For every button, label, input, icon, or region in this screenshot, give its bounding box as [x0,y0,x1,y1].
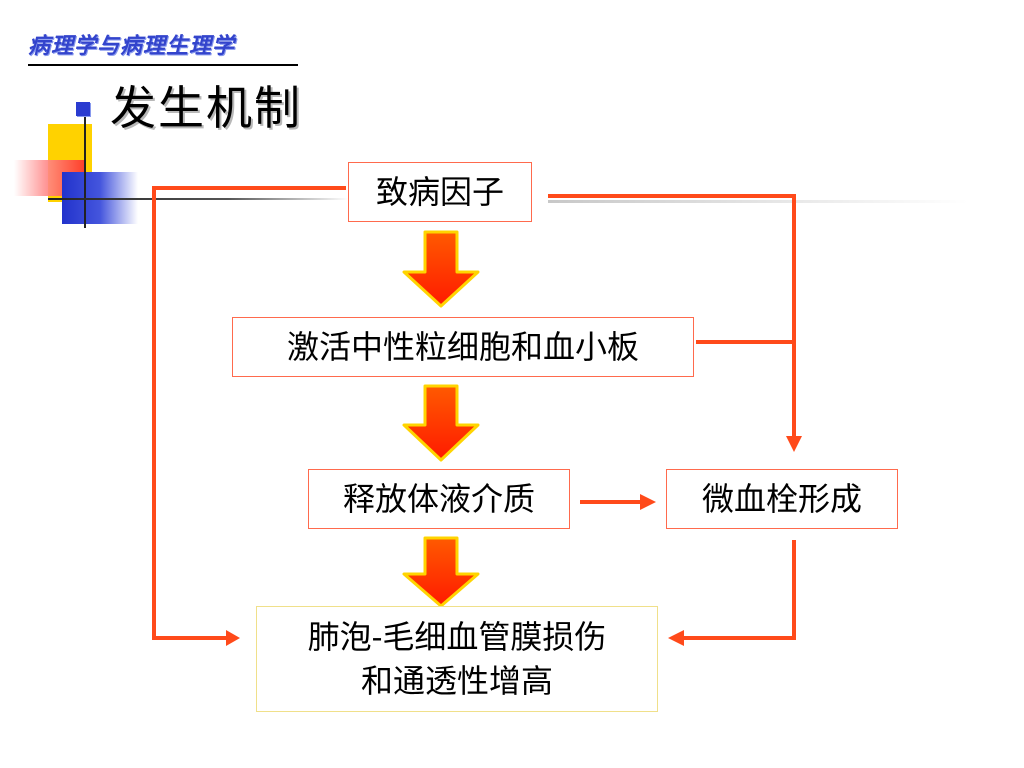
slide-title: 发生机制 [110,81,302,135]
line-microthrombus-to-result [682,540,796,640]
decor-horizontal-fade-line [548,200,968,203]
title-bullet-icon [76,102,90,116]
arrowhead-into-result-left [226,630,240,646]
arrowhead-into-result-right [668,630,684,646]
arrowhead-into-microthrombus [786,436,802,452]
result-line-2: 和通透性增高 [360,662,553,700]
block-arrow-activate-to-release [402,384,480,462]
line-cause-to-result [152,186,346,640]
node-alveolar-capillary-damage: 肺泡-毛细血管膜损伤 和通透性增高 [256,606,658,712]
decor-vertical-line [84,112,86,228]
subject-underline [28,64,298,66]
node-pathogenic-factor: 致病因子 [348,162,532,222]
node-release-mediators: 释放体液介质 [308,469,570,529]
decor-horizontal-line [48,198,348,200]
line-cause-to-microthrombus [548,194,796,438]
node-activate-neutrophils-platelets: 激活中性粒细胞和血小板 [232,317,694,377]
block-arrow-release-to-result [402,536,480,608]
block-arrow-cause-to-activate [402,230,480,308]
arrowhead-into-microthrombus-left [640,494,656,510]
node-microthrombus-formation: 微血栓形成 [666,469,898,529]
result-line-1: 肺泡-毛细血管膜损伤 [307,618,607,656]
course-subject-label: 病理学与病理生理学 [28,34,236,59]
